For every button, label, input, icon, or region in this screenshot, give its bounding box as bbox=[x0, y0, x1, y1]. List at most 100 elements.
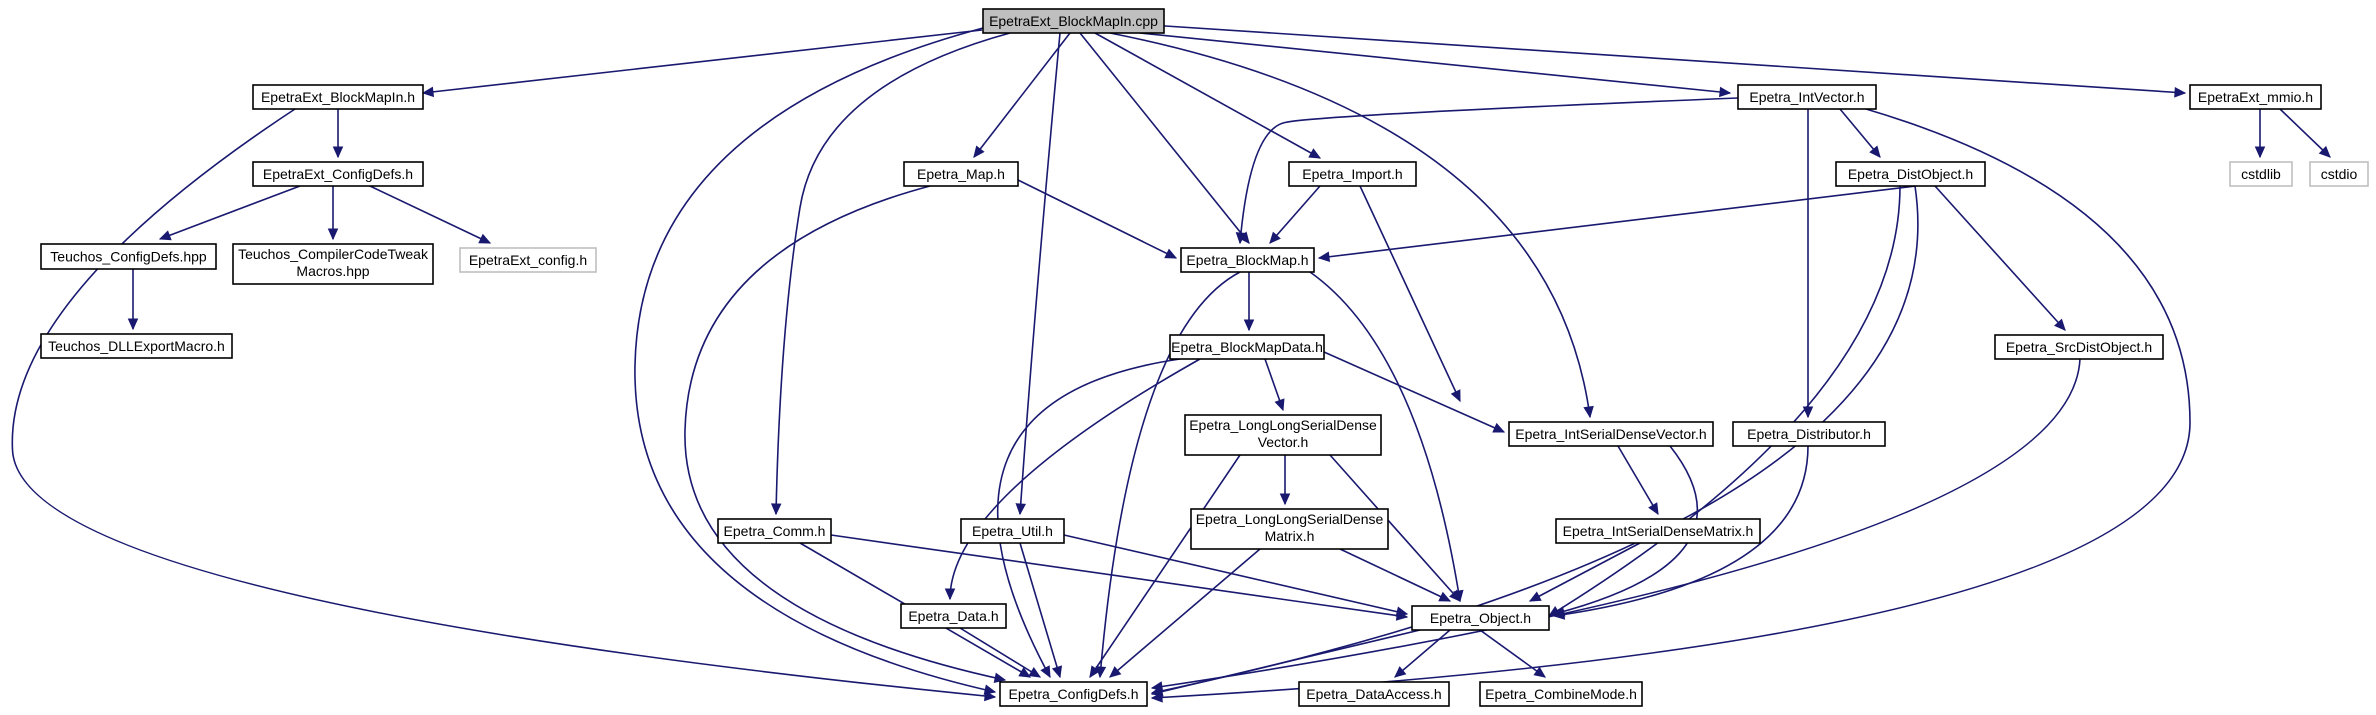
node-util-h[interactable]: Epetra_Util.h bbox=[960, 518, 1065, 544]
node-label: Epetra_DataAccess.h bbox=[1306, 686, 1441, 702]
node-label: Epetra_Data.h bbox=[908, 608, 998, 624]
node-label: Vector.h bbox=[1258, 434, 1309, 450]
node-root[interactable]: EpetraExt_BlockMapIn.cpp bbox=[982, 8, 1165, 34]
edge-mmio_h-to-cstdio bbox=[2279, 108, 2331, 158]
edge-root-to-import_h bbox=[1094, 32, 1322, 159]
node-intvector-h[interactable]: Epetra_IntVector.h bbox=[1737, 84, 1877, 110]
edge-blockmap_h-to-blockmapdata_h bbox=[1243, 272, 1255, 332]
edge-llsdv_h-to-configdefs_h bbox=[1089, 454, 1241, 679]
node-mmio-h[interactable]: EpetraExt_mmio.h bbox=[2189, 84, 2322, 110]
node-label: Epetra_Map.h bbox=[917, 166, 1005, 182]
edge-llsdm_h-to-object_h bbox=[1339, 548, 1452, 602]
edge-import_h-to-object_h bbox=[1359, 185, 1461, 403]
node-label: Epetra_IntSerialDenseVector.h bbox=[1515, 426, 1706, 442]
node-label: Epetra_SrcDistObject.h bbox=[2006, 339, 2152, 355]
edge-root-to-configdefs_h bbox=[634, 27, 997, 695]
edge-object_h-to-combinemode_h bbox=[1479, 629, 1546, 678]
edge-util_h-to-object_h bbox=[1063, 534, 1409, 617]
edge-blockmapdata_h-to-intsdv_h bbox=[1323, 351, 1506, 433]
edge-root-to-bmin_h bbox=[421, 29, 983, 98]
node-intsdm-h[interactable]: Epetra_IntSerialDenseMatrix.h bbox=[1555, 518, 1761, 544]
node-blockmapdata-h[interactable]: Epetra_BlockMapData.h bbox=[1169, 334, 1325, 360]
edge-root-to-blockmap_h bbox=[1079, 32, 1250, 244]
node-label: EpetraExt_config.h bbox=[469, 252, 587, 268]
node-teuchos-dll[interactable]: Teuchos_DLLExportMacro.h bbox=[40, 333, 233, 359]
edge-root-to-map_h bbox=[973, 32, 1071, 158]
edge-blockmap_h-to-configdefs_h bbox=[1095, 271, 1241, 679]
node-ext-config[interactable]: EpetraExt_config.h bbox=[459, 247, 597, 273]
edge-util_h-to-configdefs_h bbox=[1019, 542, 1063, 679]
node-teuchos-configdefs[interactable]: Teuchos_ConfigDefs.hpp bbox=[40, 243, 217, 270]
node-label: Epetra_DistObject.h bbox=[1848, 166, 1973, 182]
edge-ext_configdefs-to-ext_config bbox=[369, 185, 492, 244]
node-label: Epetra_IntSerialDenseMatrix.h bbox=[1563, 523, 1754, 539]
edge-root-to-intsdv_h bbox=[1109, 32, 1594, 419]
edge-import_h-to-blockmap_h bbox=[1269, 185, 1321, 244]
edge-object_h-to-dataaccess_h bbox=[1394, 629, 1451, 678]
edge-intsdm_h-to-object_h bbox=[1528, 542, 1641, 602]
node-intsdv-h[interactable]: Epetra_IntSerialDenseVector.h bbox=[1508, 421, 1714, 447]
node-bmin-h[interactable]: EpetraExt_BlockMapIn.h bbox=[252, 84, 424, 110]
node-label: EpetraExt_BlockMapIn.cpp bbox=[989, 13, 1158, 29]
node-label: EpetraExt_ConfigDefs.h bbox=[263, 166, 413, 182]
edge-root-to-comm_h bbox=[770, 32, 1011, 516]
edge-bmin_h-to-configdefs_h bbox=[11, 108, 997, 702]
edge-root-to-intvector_h bbox=[1139, 32, 1732, 98]
node-label: Epetra_Import.h bbox=[1302, 166, 1402, 182]
edge-distributor_h-to-object_h bbox=[1552, 445, 1809, 620]
edge-ext_configdefs-to-teuchos_compiler bbox=[327, 186, 339, 241]
node-label: Epetra_Object.h bbox=[1430, 610, 1531, 626]
edge-distobject_h-to-object_h bbox=[1547, 185, 1901, 617]
node-map-h[interactable]: Epetra_Map.h bbox=[903, 161, 1019, 187]
edge-mmio_h-to-cstdlib bbox=[2254, 109, 2266, 159]
edge-object_h-to-configdefs_h bbox=[1150, 629, 1421, 697]
node-cstdlib[interactable]: cstdlib bbox=[2229, 161, 2293, 187]
node-srcdistobject-h[interactable]: Epetra_SrcDistObject.h bbox=[1994, 334, 2164, 360]
node-label: Epetra_LongLongSerialDense bbox=[1196, 511, 1384, 527]
node-configdefs-h[interactable]: Epetra_ConfigDefs.h bbox=[999, 681, 1148, 707]
edge-bmin_h-to-ext_configdefs bbox=[332, 109, 344, 159]
node-label: Epetra_CombineMode.h bbox=[1485, 686, 1637, 702]
node-blockmap-h[interactable]: Epetra_BlockMap.h bbox=[1180, 247, 1315, 273]
node-label: cstdlib bbox=[2241, 166, 2281, 182]
node-distobject-h[interactable]: Epetra_DistObject.h bbox=[1835, 161, 1986, 187]
edge-intsdv_h-to-intsdm_h bbox=[1617, 445, 1659, 516]
node-label: Epetra_ConfigDefs.h bbox=[1009, 686, 1139, 702]
node-label: EpetraExt_BlockMapIn.h bbox=[261, 89, 415, 105]
node-label: Epetra_LongLongSerialDense bbox=[1189, 417, 1377, 433]
node-label: Epetra_Comm.h bbox=[724, 523, 826, 539]
edge-llsdm_h-to-configdefs_h bbox=[1109, 548, 1261, 678]
node-label: EpetraExt_mmio.h bbox=[2198, 89, 2313, 105]
node-import-h[interactable]: Epetra_Import.h bbox=[1288, 161, 1417, 187]
node-ext-configdefs[interactable]: EpetraExt_ConfigDefs.h bbox=[252, 161, 424, 187]
edge-intvector_h-to-distobject_h bbox=[1839, 108, 1881, 158]
edge-map_h-to-configdefs_h bbox=[684, 185, 1007, 683]
node-label: cstdio bbox=[2321, 166, 2358, 182]
node-cstdio[interactable]: cstdio bbox=[2309, 161, 2369, 187]
edge-llsdv_h-to-object_h bbox=[1329, 454, 1461, 602]
node-dataaccess-h[interactable]: Epetra_DataAccess.h bbox=[1298, 681, 1450, 707]
node-label: Epetra_IntVector.h bbox=[1749, 89, 1864, 105]
edge-teuchos_configdefs-to-teuchos_dll bbox=[127, 269, 139, 331]
edge-blockmapdata_h-to-llsdv_h bbox=[1264, 358, 1285, 412]
edge-root-to-mmio_h bbox=[1149, 24, 2187, 98]
node-label: Teuchos_ConfigDefs.hpp bbox=[50, 249, 207, 265]
node-comm-h[interactable]: Epetra_Comm.h bbox=[717, 518, 832, 544]
node-combinemode-h[interactable]: Epetra_CombineMode.h bbox=[1479, 681, 1643, 707]
edge-intvector_h-to-distributor_h bbox=[1802, 109, 1814, 419]
node-object-h[interactable]: Epetra_Object.h bbox=[1411, 605, 1550, 631]
node-label: Teuchos_CompilerCodeTweak bbox=[238, 246, 429, 262]
node-label: Macros.hpp bbox=[296, 263, 369, 279]
node-distributor-h[interactable]: Epetra_Distributor.h bbox=[1732, 421, 1886, 447]
edge-intvector_h-to-blockmap_h bbox=[1235, 97, 1739, 245]
edge-blockmapdata_h-to-data_h bbox=[944, 358, 1201, 601]
edge-root-to-util_h bbox=[1015, 32, 1061, 516]
node-data-h[interactable]: Epetra_Data.h bbox=[900, 603, 1007, 629]
edge-data_h-to-configdefs_h bbox=[959, 627, 1042, 678]
node-label: Epetra_Util.h bbox=[972, 523, 1053, 539]
edge-ext_configdefs-to-teuchos_configdefs bbox=[158, 185, 301, 241]
